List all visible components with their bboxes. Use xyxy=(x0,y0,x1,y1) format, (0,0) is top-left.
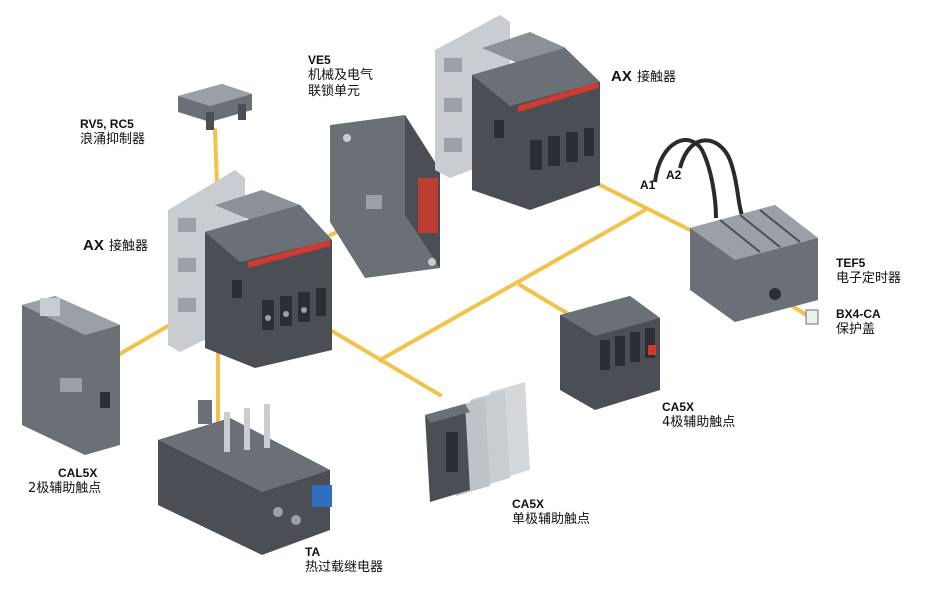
connector-axtop-tef5 xyxy=(588,178,702,237)
ax-top-name: 接触器 xyxy=(636,70,676,85)
label-ca5x-1: CA5X 单极辅助触点 xyxy=(512,497,590,528)
label-bx4: BX4-CA 保护盖 xyxy=(836,307,881,338)
label-tef5: TEF5 电子定时器 xyxy=(836,256,901,287)
cal5x-2pole-contact xyxy=(22,296,120,455)
ax-left-name: 接触器 xyxy=(108,239,148,254)
connector-main-diagonal xyxy=(378,208,647,362)
tef5-timer xyxy=(653,138,818,322)
label-wire-a1: A1 xyxy=(640,178,656,192)
ax-contactor-left xyxy=(168,170,332,368)
ta-thermal-overload-relay xyxy=(158,400,332,555)
ax-left-code: AX xyxy=(83,237,104,254)
bx4-name: 保护盖 xyxy=(836,322,876,337)
ca5x-4-name: 4极辅助触点 xyxy=(662,415,736,430)
ve5-interlock-unit xyxy=(330,115,440,278)
label-wire-a2: A2 xyxy=(666,168,682,182)
rv5-code: RV5, RC5 xyxy=(80,117,134,131)
tef5-code: TEF5 xyxy=(836,256,866,270)
ca5x-1-code: CA5X xyxy=(512,497,545,511)
ta-name: 热过载继电器 xyxy=(305,560,384,575)
ca5x-4-code: CA5X xyxy=(662,400,695,414)
ca5x-4pole-contact xyxy=(560,296,660,410)
ca5x-1-name: 单极辅助触点 xyxy=(512,512,591,527)
label-cal5x: CAL5X 2极辅助触点 xyxy=(28,466,101,497)
bx4-code: BX4-CA xyxy=(836,307,881,321)
label-ve5: VE5 机械及电气 联锁单元 xyxy=(308,53,373,101)
label-ax-top: AX 接触器 xyxy=(611,66,676,87)
bx4-protective-cover xyxy=(805,309,819,325)
label-ca5x-4: CA5X 4极辅助触点 xyxy=(662,400,735,431)
ca5x-single-pole-contacts xyxy=(425,382,530,502)
ve5-line2: 联锁单元 xyxy=(308,84,361,100)
label-rv5: RV5, RC5 浪涌抑制器 xyxy=(80,117,145,148)
cal5x-name: 2极辅助触点 xyxy=(28,481,102,496)
ta-code: TA xyxy=(305,545,321,559)
cal5x-code: CAL5X xyxy=(58,466,98,480)
label-ta: TA 热过载继电器 xyxy=(305,545,383,576)
ax-top-code: AX xyxy=(611,68,632,85)
ve5-code: VE5 xyxy=(308,53,331,67)
ax-contactor-top xyxy=(435,15,600,210)
ve5-line1: 机械及电气 xyxy=(308,68,374,83)
rv5-surge-suppressor xyxy=(178,84,252,130)
tef5-name: 电子定时器 xyxy=(836,271,902,286)
rv5-name: 浪涌抑制器 xyxy=(80,132,146,147)
connector-diag-ca5x4 xyxy=(518,283,572,317)
label-ax-left: AX 接触器 xyxy=(83,235,148,256)
